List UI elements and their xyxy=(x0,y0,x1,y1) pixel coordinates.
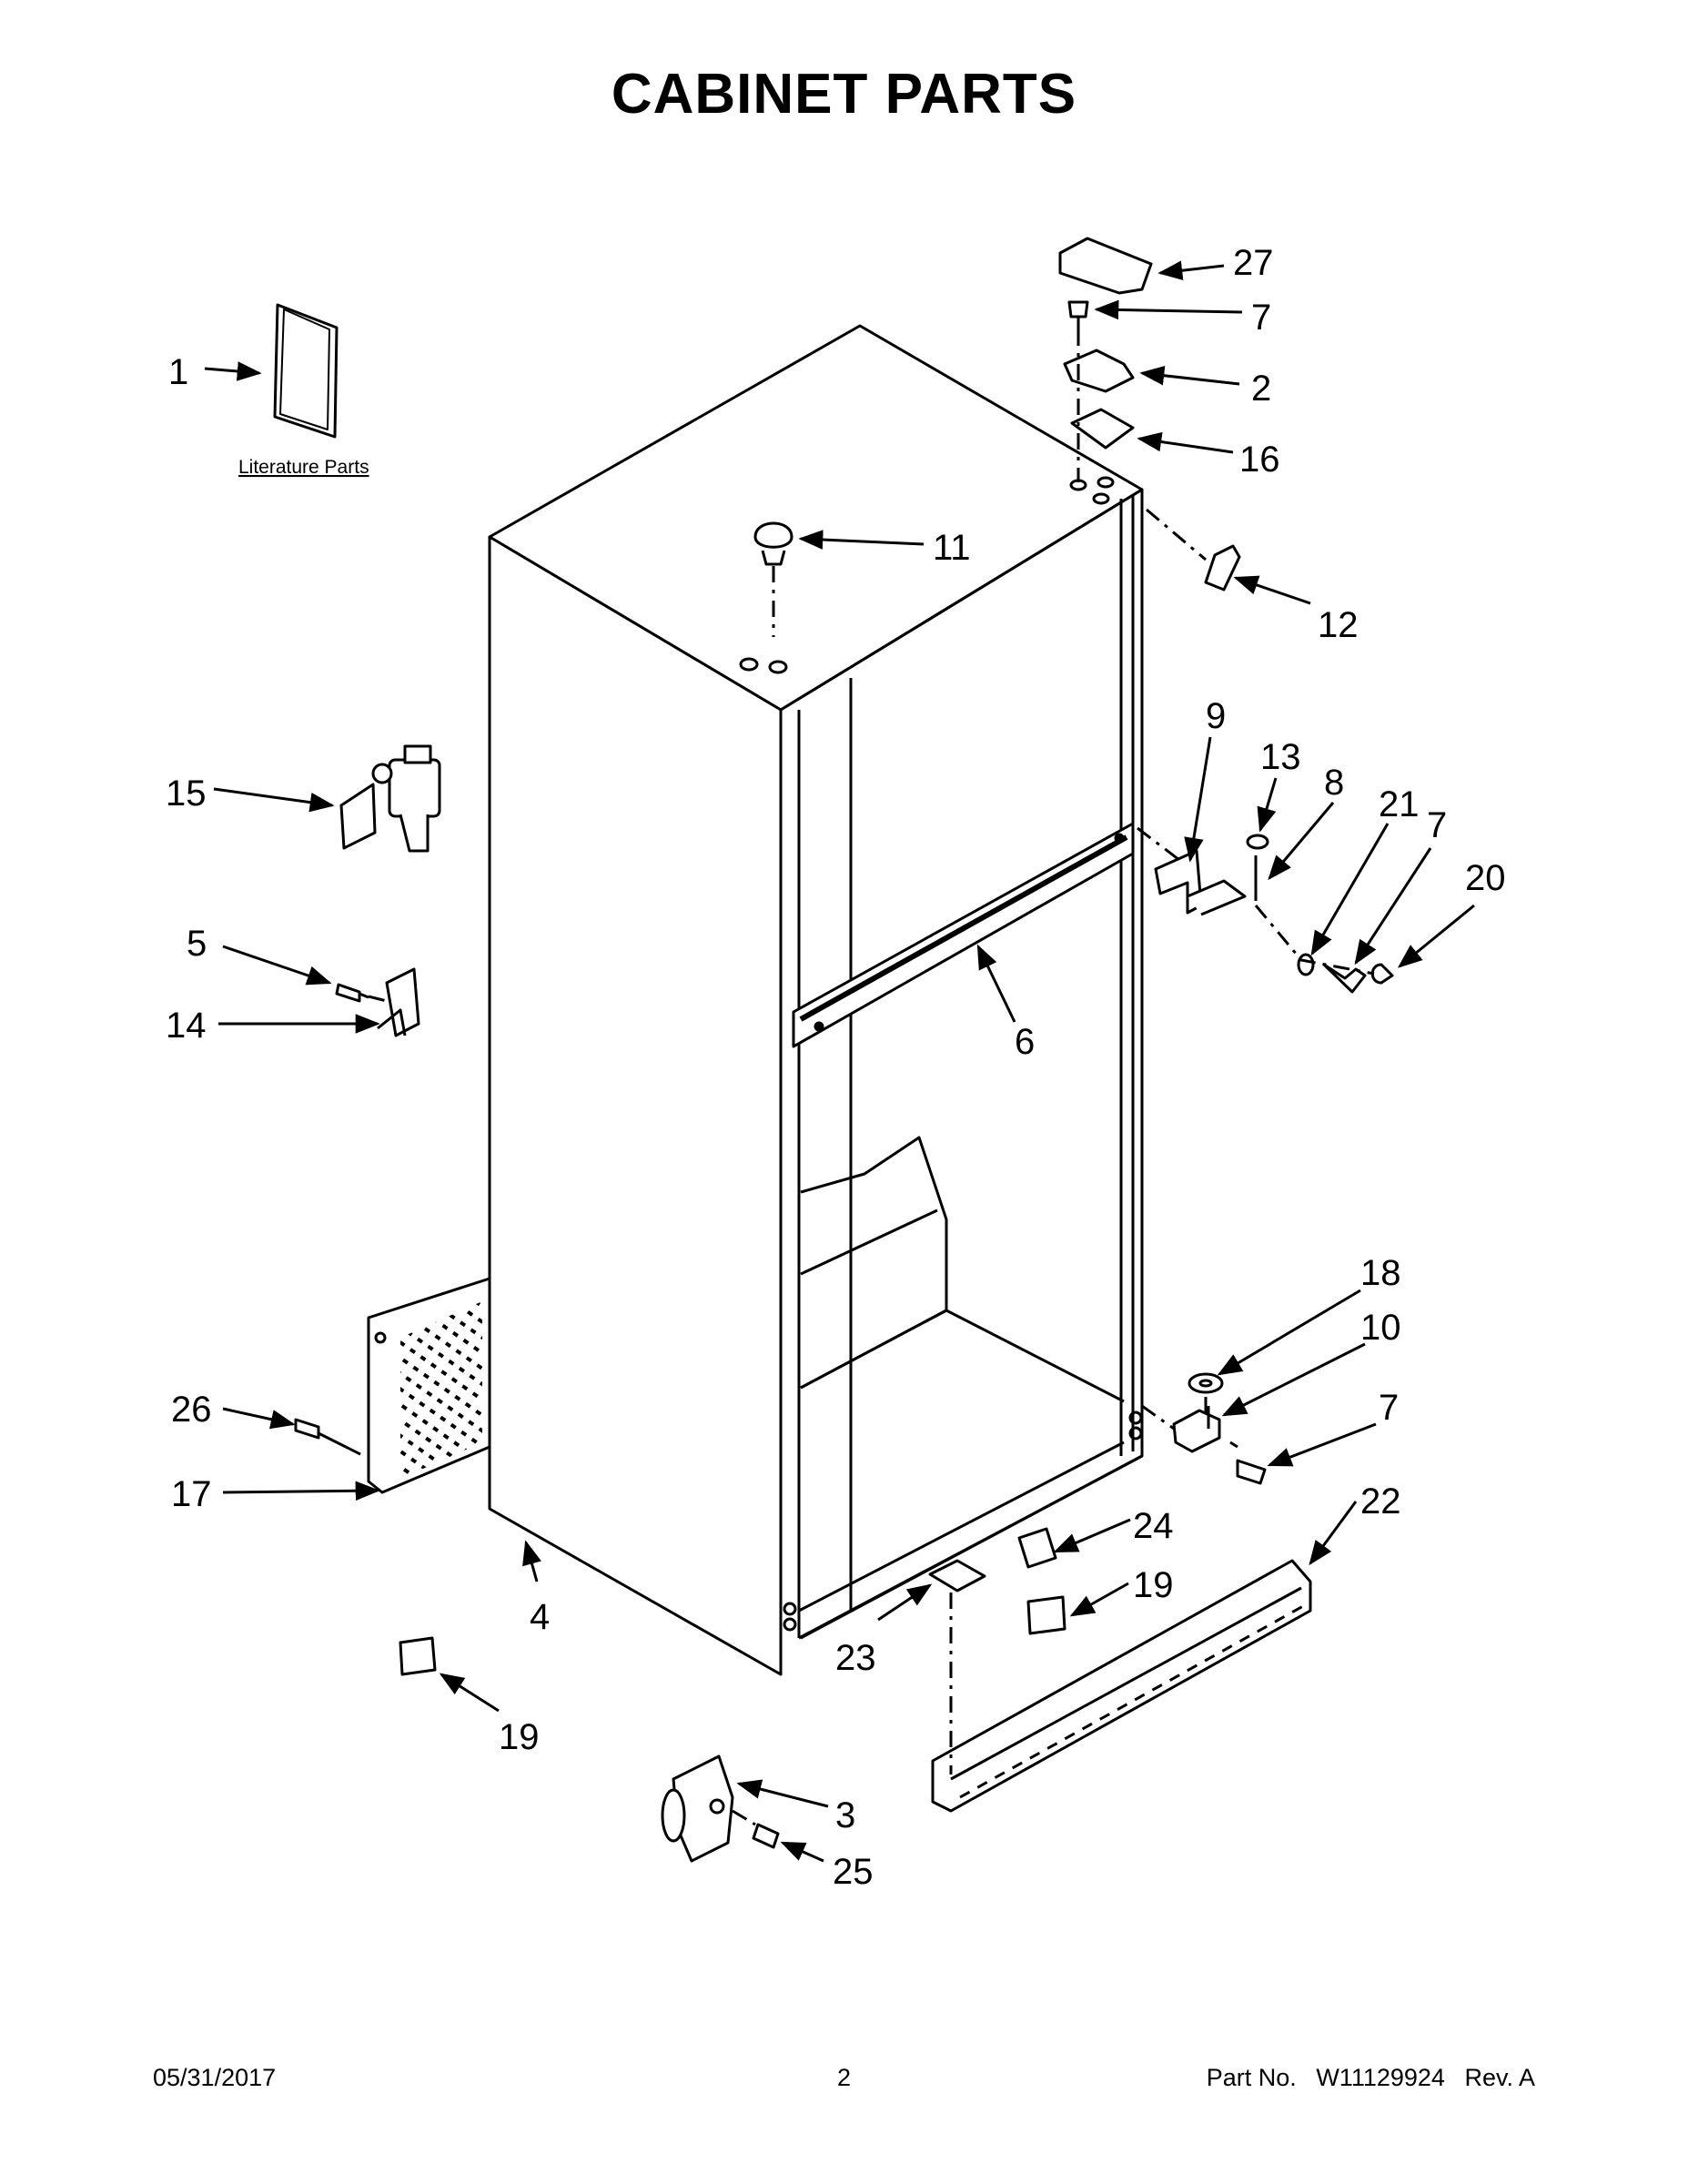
callout-23: 23 xyxy=(835,1638,876,1678)
callout-9: 9 xyxy=(1206,696,1226,736)
callout-25: 25 xyxy=(833,1852,874,1892)
callout-5: 5 xyxy=(187,924,207,964)
screw-and-clip xyxy=(335,967,420,1037)
literature-parts-label: Literature Parts xyxy=(238,457,369,478)
grille-bracket xyxy=(928,1559,986,1592)
leveling-pad-right xyxy=(1026,1595,1066,1635)
callout-arrows xyxy=(204,260,1475,1863)
callout-15: 15 xyxy=(166,774,207,814)
callout-8: 8 xyxy=(1324,763,1344,803)
callout-13: 13 xyxy=(1260,737,1301,777)
assembly-lines xyxy=(345,329,1375,1826)
callout-26: 26 xyxy=(171,1390,212,1430)
callout-10: 10 xyxy=(1360,1308,1401,1348)
hinge-cover xyxy=(1058,237,1153,295)
callout-7b: 7 xyxy=(1427,805,1447,845)
callout-labels: 1 Literature Parts 27 7 2 16 11 12 9 13 … xyxy=(166,243,1506,1892)
revision: Rev. A xyxy=(1464,2064,1535,2091)
callout-20: 20 xyxy=(1465,858,1506,898)
screw-26 xyxy=(294,1418,347,1449)
callout-21: 21 xyxy=(1379,784,1420,824)
leveling-pad-left xyxy=(399,1636,437,1676)
callout-22: 22 xyxy=(1360,1481,1401,1522)
callout-14: 14 xyxy=(166,1006,207,1046)
footer-date: 05/31/2017 xyxy=(153,2064,277,2091)
callout-12: 12 xyxy=(1318,605,1359,645)
callout-24: 24 xyxy=(1133,1506,1174,1546)
footer-part-number: Part No. W11129924 Rev. A xyxy=(1207,2064,1535,2092)
callout-4: 4 xyxy=(530,1597,550,1637)
callout-16: 16 xyxy=(1239,440,1280,480)
bottom-hinge-assembly xyxy=(1172,1372,1267,1485)
callout-19a: 19 xyxy=(1133,1565,1174,1605)
callout-17: 17 xyxy=(171,1474,212,1514)
top-hinge xyxy=(1063,349,1135,393)
refrigerator-cabinet xyxy=(488,324,1144,1676)
top-plug xyxy=(753,521,793,566)
page-title: CABINET PARTS xyxy=(611,63,1077,126)
callout-3: 3 xyxy=(835,1795,855,1835)
callout-11: 11 xyxy=(933,528,971,568)
literature-booklet xyxy=(273,303,339,439)
callout-18: 18 xyxy=(1360,1253,1401,1293)
callout-7a: 7 xyxy=(1251,298,1271,338)
callout-1: 1 xyxy=(168,352,188,392)
door-stop-clip xyxy=(1204,544,1241,592)
grille-clip xyxy=(1017,1527,1057,1569)
callout-6: 6 xyxy=(1015,1022,1035,1062)
hinge-screw-top xyxy=(1067,300,1089,329)
water-valve xyxy=(339,744,441,853)
rear-vent-panel xyxy=(367,1277,491,1494)
part-number-label: Part No. xyxy=(1206,2064,1297,2091)
base-grille xyxy=(931,1559,1312,1813)
hinge-shim xyxy=(1070,408,1135,450)
callout-7c: 7 xyxy=(1379,1388,1399,1428)
roller-bracket xyxy=(661,1754,780,1863)
callout-27: 27 xyxy=(1233,243,1274,283)
callout-2: 2 xyxy=(1251,369,1271,409)
callout-19b: 19 xyxy=(499,1717,540,1757)
part-number-value: W11129924 xyxy=(1316,2064,1445,2091)
footer-page-number: 2 xyxy=(836,2064,852,2091)
center-hinge-assembly xyxy=(1154,834,1394,994)
